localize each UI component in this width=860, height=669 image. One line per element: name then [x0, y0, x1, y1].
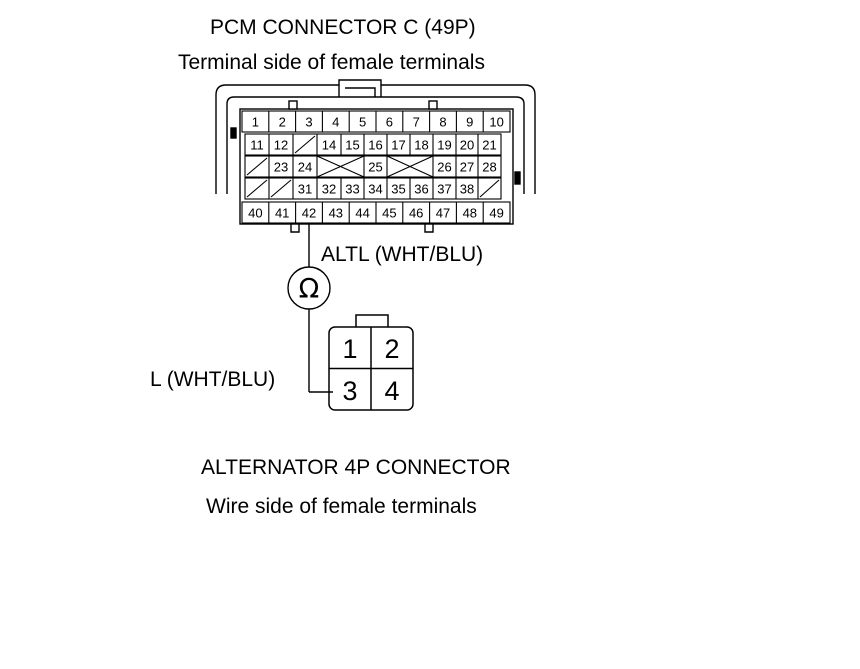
pcm-terminal: 19: [437, 138, 451, 153]
pcm-terminal: 46: [409, 206, 423, 221]
pcm-terminal: 15: [345, 138, 359, 153]
pcm-terminal: 49: [489, 206, 503, 221]
pcm-terminal: 38: [460, 182, 474, 197]
alternator-terminal: 1: [342, 334, 357, 364]
pcm-terminal: 43: [329, 206, 343, 221]
alternator-terminal: 3: [342, 376, 357, 406]
pcm-terminal: 24: [298, 160, 312, 175]
pcm-blank-slash: [246, 179, 268, 198]
pcm-row-2: [244, 133, 502, 156]
pcm-terminal: 8: [439, 115, 446, 130]
pcm-terminal: 34: [368, 182, 382, 197]
pcm-row-4: [244, 177, 502, 200]
pcm-terminal: 3: [305, 115, 312, 130]
pcm-terminal: 21: [482, 138, 496, 153]
pcm-terminal: 5: [359, 115, 366, 130]
pcm-terminal: 31: [298, 182, 312, 197]
pcm-terminal: 48: [463, 206, 477, 221]
pcm-bottom-tab-right: [424, 224, 434, 233]
pcm-terminal: 45: [382, 206, 396, 221]
pcm-blank-cross: [386, 155, 434, 178]
pcm-terminal: 16: [368, 138, 382, 153]
alternator-terminal: 4: [384, 376, 399, 406]
alternator-connector-title: ALTERNATOR 4P CONNECTOR: [201, 456, 511, 479]
pcm-blank-slash: [246, 157, 268, 176]
pcm-terminal: 4: [332, 115, 339, 130]
l-wire-label: L (WHT/BLU): [150, 368, 276, 391]
pcm-terminal: 33: [345, 182, 359, 197]
pcm-connector: [215, 79, 536, 233]
pcm-terminal: 32: [322, 182, 336, 197]
pcm-top-latch: [338, 85, 382, 97]
pcm-terminal: 6: [386, 115, 393, 130]
pcm-terminal: 40: [248, 206, 262, 221]
pcm-inner-shell: [226, 96, 525, 194]
pcm-terminal: 47: [436, 206, 450, 221]
pcm-terminal: 27: [460, 160, 474, 175]
pcm-terminal: 7: [413, 115, 420, 130]
pcm-terminal: 25: [368, 160, 382, 175]
pcm-terminal: 20: [460, 138, 474, 153]
altl-wire-label: ALTL (WHT/BLU): [321, 243, 484, 266]
pcm-terminal: 1: [252, 115, 259, 130]
ohmmeter-icon: [287, 266, 331, 310]
pcm-terminal: 2: [279, 115, 286, 130]
alternator-connector: [328, 314, 414, 411]
pcm-side-lock-left: [230, 127, 237, 139]
pcm-top-key-left: [288, 100, 298, 110]
pcm-bottom-tab-left: [290, 224, 300, 233]
pcm-connector-subtitle: Terminal side of female terminals: [178, 51, 485, 74]
pcm-terminal: 36: [414, 182, 428, 197]
pcm-terminal: 41: [275, 206, 289, 221]
pcm-blank-slash: [479, 179, 500, 198]
pcm-top-key-right: [428, 100, 438, 110]
pcm-grid-frame: [239, 108, 514, 225]
pcm-terminal-labels: 1 2 3 4 5 6 7 8 9 10 11 12 14 15 16 17 1…: [248, 115, 504, 221]
pcm-blank-slash: [270, 179, 292, 198]
alternator-terminal-labels: 1 2 3 4: [342, 334, 399, 406]
ohm-symbol: Ω: [299, 274, 320, 305]
pcm-terminal-grid: [241, 110, 511, 224]
pcm-outer-shell: [215, 79, 536, 194]
pcm-blank-slash: [294, 135, 316, 154]
pcm-terminal: 17: [391, 138, 405, 153]
pcm-terminal: 35: [391, 182, 405, 197]
pcm-blank-cross: [316, 155, 365, 178]
pcm-terminal: 28: [482, 160, 496, 175]
pcm-terminal: 10: [489, 115, 503, 130]
pcm-terminal: 37: [437, 182, 451, 197]
pcm-row-3: [244, 155, 502, 178]
alternator-key: [355, 314, 389, 327]
pcm-side-lock-right: [514, 171, 521, 185]
pcm-terminal: 42: [302, 206, 316, 221]
pcm-terminal: 23: [274, 160, 288, 175]
pcm-terminal: 9: [466, 115, 473, 130]
pcm-terminal: 26: [437, 160, 451, 175]
pcm-terminal: 18: [414, 138, 428, 153]
pcm-terminal: 12: [274, 138, 288, 153]
alternator-terminal: 2: [384, 334, 399, 364]
alternator-connector-subtitle: Wire side of female terminals: [206, 495, 477, 518]
pcm-terminal: 44: [355, 206, 369, 221]
pcm-terminal: 14: [322, 138, 336, 153]
pcm-connector-title: PCM CONNECTOR C (49P): [210, 16, 476, 39]
pcm-terminal: 11: [250, 138, 264, 153]
